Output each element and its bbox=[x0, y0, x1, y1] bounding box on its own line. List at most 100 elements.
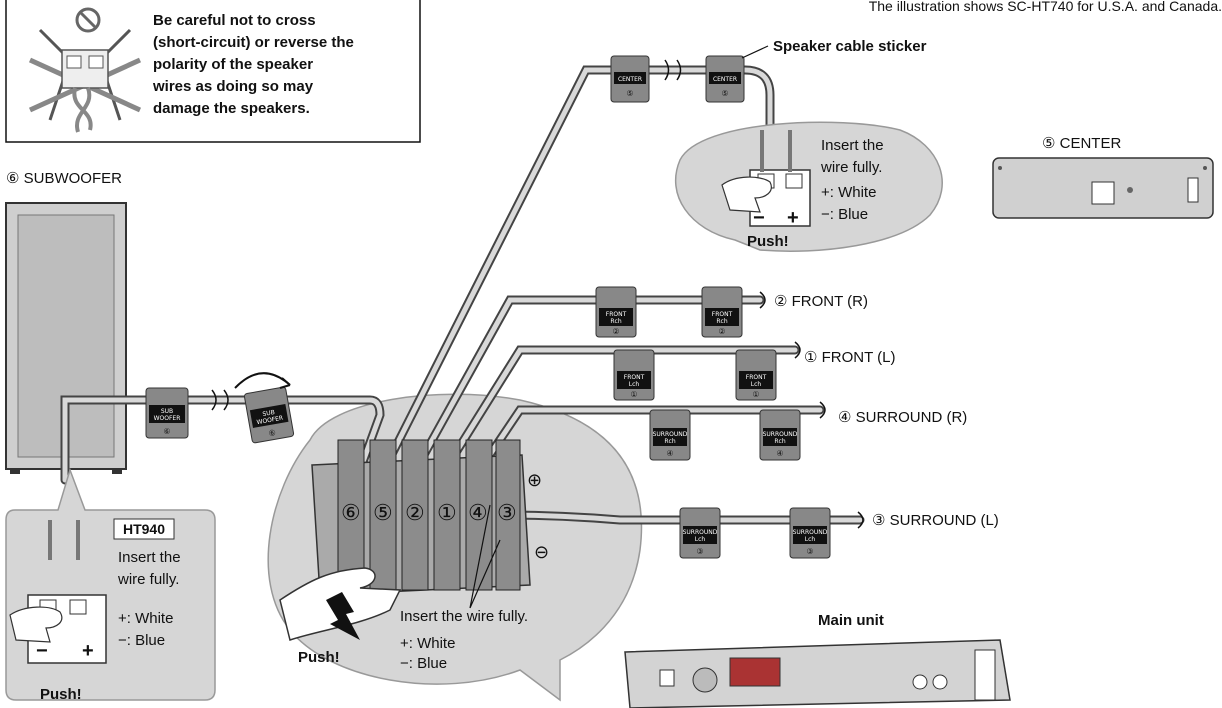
speaker-terminal-block: ⑥ ⑤ ② ① ④ ③ ⊕ ⊖ Push! Insert the wire fu… bbox=[279, 439, 549, 672]
front-l-label: ① FRONT (L) bbox=[804, 349, 896, 366]
svg-text:CENTER: CENTER bbox=[713, 76, 737, 83]
svg-text:③: ③ bbox=[806, 547, 813, 556]
center-minus-blue: −: Blue bbox=[821, 206, 868, 223]
svg-text:FRONT: FRONT bbox=[712, 311, 733, 318]
surround-l-end-icon bbox=[857, 511, 864, 529]
svg-text:Lch: Lch bbox=[751, 381, 762, 388]
surround-l-tag-2: SURROUND Lch ③ bbox=[789, 507, 831, 559]
front-r-end-icon bbox=[759, 291, 766, 309]
warning-line-4: wires as doing so may bbox=[152, 78, 314, 95]
svg-text:②: ② bbox=[612, 327, 619, 336]
svg-text:+: + bbox=[82, 640, 94, 662]
front-l-end-icon bbox=[794, 341, 801, 359]
center-hand-icon bbox=[721, 176, 772, 213]
svg-text:⑥: ⑥ bbox=[268, 428, 277, 438]
terminal-insert-label: Insert the wire fully. bbox=[400, 608, 528, 625]
svg-text:FRONT: FRONT bbox=[624, 374, 645, 381]
svg-text:①: ① bbox=[752, 390, 759, 399]
front-r-label: ② FRONT (R) bbox=[774, 293, 868, 310]
subwoofer-tag-1: SUB WOOFER ⑥ bbox=[145, 387, 189, 439]
surround-r-end-icon bbox=[819, 401, 826, 419]
no-crossed-wires-icon bbox=[28, 7, 142, 133]
terminal-number-2: ② bbox=[405, 500, 425, 525]
ht940-insert-line-2: wire fully. bbox=[117, 571, 179, 588]
surround-l-tag-1: SURROUND Lch ③ bbox=[679, 507, 721, 559]
svg-text:④: ④ bbox=[776, 449, 783, 458]
terminal-number-6: ⑥ bbox=[341, 500, 361, 525]
svg-text:③: ③ bbox=[696, 547, 703, 556]
warning-line-1: Be careful not to cross bbox=[153, 12, 316, 29]
plus-symbol: ⊕ bbox=[527, 470, 542, 490]
svg-text:WOOFER: WOOFER bbox=[256, 415, 284, 427]
ht940-push-label: Push! bbox=[40, 686, 82, 703]
svg-text:SURROUND: SURROUND bbox=[793, 529, 828, 536]
minus-symbol: ⊖ bbox=[534, 542, 549, 562]
svg-text:⑤: ⑤ bbox=[721, 89, 728, 98]
warning-box: Be careful not to cross (short-circuit) … bbox=[5, 0, 421, 143]
svg-text:−: − bbox=[753, 207, 765, 229]
sticker-pointer-line bbox=[741, 45, 769, 59]
svg-text:+: + bbox=[787, 207, 799, 229]
surround-l-label: ③ SURROUND (L) bbox=[872, 512, 999, 529]
center-tag-2: CENTER ⑤ bbox=[705, 55, 745, 103]
center-insert-line-1: Insert the bbox=[821, 137, 884, 154]
warning-line-5: damage the speakers. bbox=[153, 100, 310, 117]
warning-line-3: polarity of the speaker bbox=[153, 56, 313, 73]
svg-text:SUB: SUB bbox=[161, 408, 173, 415]
speaker-wires bbox=[60, 65, 865, 525]
svg-text:⑥: ⑥ bbox=[163, 427, 170, 436]
svg-text:FRONT: FRONT bbox=[606, 311, 627, 318]
svg-text:④: ④ bbox=[666, 449, 673, 458]
center-wire-break-icon bbox=[664, 59, 682, 81]
front-r-tag-2: FRONT Rch ② bbox=[701, 286, 743, 338]
header-note: The illustration shows SC-HT740 for U.S.… bbox=[869, 0, 1222, 14]
terminal-clips bbox=[337, 439, 521, 591]
insert-pointer-lines bbox=[469, 504, 501, 609]
svg-text:Rch: Rch bbox=[610, 318, 621, 325]
terminal-number-1: ① bbox=[437, 500, 457, 525]
svg-text:②: ② bbox=[718, 327, 725, 336]
terminal-minus-blue: −: Blue bbox=[400, 655, 447, 672]
speaker-cable-sticker-label: Speaker cable sticker bbox=[773, 38, 927, 55]
center-tag-1: CENTER ⑤ bbox=[610, 55, 650, 103]
ht940-plus-white: +: White bbox=[118, 610, 173, 627]
front-l-tag-2: FRONT Lch ① bbox=[735, 349, 777, 401]
ht940-badge-label: HT940 bbox=[123, 521, 165, 537]
svg-text:Lch: Lch bbox=[695, 536, 706, 543]
push-arrow-icon bbox=[326, 592, 360, 640]
svg-text:SURROUND: SURROUND bbox=[653, 431, 688, 438]
svg-text:WOOFER: WOOFER bbox=[154, 415, 181, 422]
center-speaker bbox=[992, 157, 1214, 219]
front-r-tag-1: FRONT Rch ② bbox=[595, 286, 637, 338]
front-l-tag-1: FRONT Lch ① bbox=[613, 349, 655, 401]
ht940-hand-icon bbox=[9, 606, 63, 643]
svg-text:Lch: Lch bbox=[629, 381, 640, 388]
subwoofer-wire-break-icon bbox=[211, 389, 229, 411]
surround-r-tag-2: SURROUND Rch ④ bbox=[759, 409, 801, 461]
svg-text:SUB: SUB bbox=[262, 409, 275, 418]
fold-arrow-icon bbox=[234, 372, 291, 389]
svg-text:FRONT: FRONT bbox=[746, 374, 767, 381]
center-push-label: Push! bbox=[747, 233, 789, 250]
svg-text:CENTER: CENTER bbox=[618, 76, 642, 83]
ht940-insert-line-1: Insert the bbox=[118, 549, 181, 566]
center-callout-bubble: − + Insert the wire fully. +: White −: B… bbox=[674, 121, 943, 252]
terminal-push-label: Push! bbox=[298, 649, 340, 666]
terminal-number-3: ③ bbox=[497, 500, 517, 525]
surround-r-label: ④ SURROUND (R) bbox=[838, 409, 967, 426]
svg-text:⑤: ⑤ bbox=[626, 89, 633, 98]
ht940-callout: HT940 Insert the wire fully. +: White −:… bbox=[5, 467, 216, 703]
center-speaker-title: ⑤ CENTER bbox=[1042, 135, 1121, 152]
svg-text:SURROUND: SURROUND bbox=[763, 431, 798, 438]
svg-text:①: ① bbox=[630, 390, 637, 399]
warning-line-2: (short-circuit) or reverse the bbox=[153, 34, 354, 51]
center-plus-white: +: White bbox=[821, 184, 876, 201]
main-unit bbox=[624, 639, 1011, 708]
svg-text:−: − bbox=[36, 640, 48, 662]
svg-text:Rch: Rch bbox=[716, 318, 727, 325]
ht940-badge bbox=[113, 518, 175, 540]
svg-text:Rch: Rch bbox=[774, 438, 785, 445]
ht940-minus-blue: −: Blue bbox=[118, 632, 165, 649]
main-unit-label: Main unit bbox=[818, 612, 884, 629]
